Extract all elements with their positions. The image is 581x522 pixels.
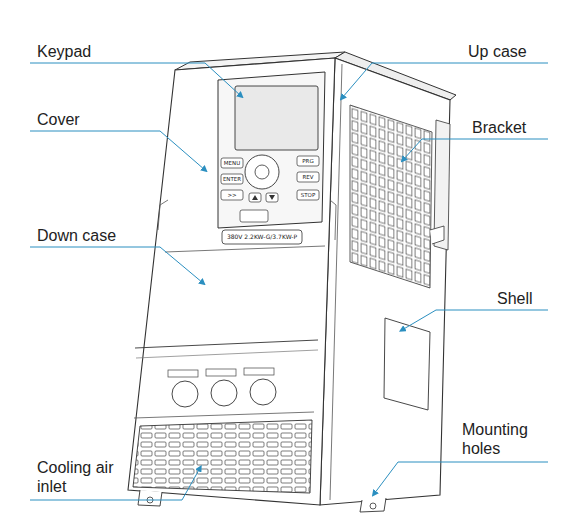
callout-label: Mounting holes (462, 420, 546, 458)
callout-label: Down case (37, 226, 116, 245)
button-label: ENTER (221, 174, 243, 184)
callout-label: Up case (468, 42, 527, 61)
model-plate-text: 380V 2.2KW-G/3.7KW-P (222, 231, 302, 243)
callout-label: Cover (37, 110, 80, 129)
button-label: MENU (221, 158, 243, 168)
button-label: STOP (297, 190, 319, 200)
callout-label: Cooling air inlet (37, 458, 137, 496)
button-label: REV (297, 172, 319, 182)
button-label: PRG (297, 156, 319, 166)
callout-label: Bracket (472, 118, 526, 137)
leader-lines (30, 63, 548, 500)
callout-label: Shell (497, 289, 533, 308)
button-label: >> (221, 190, 243, 200)
callout-label: Keypad (37, 42, 91, 61)
